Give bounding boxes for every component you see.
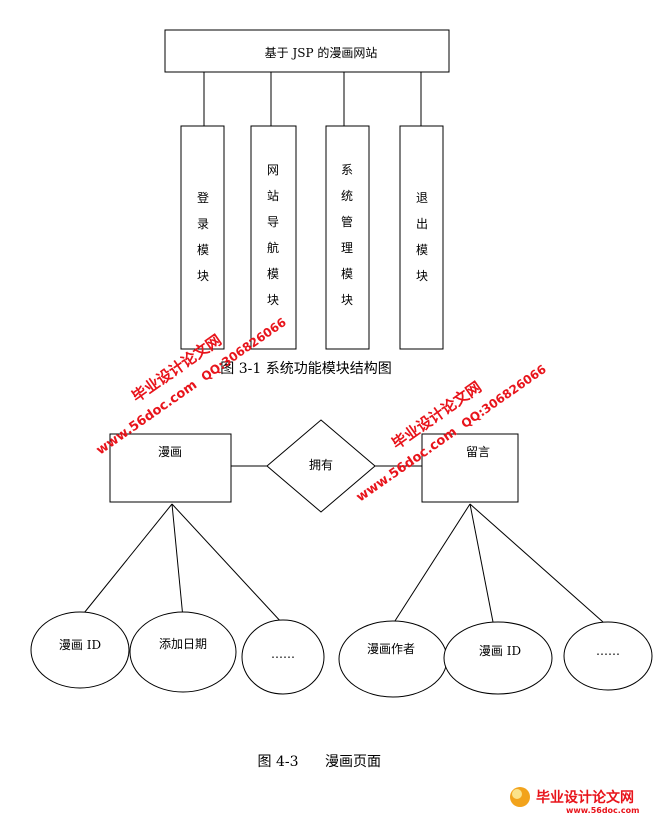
attribute-ellipse	[129, 611, 237, 693]
module-management-char: 模	[341, 267, 353, 281]
module-management-char: 管	[341, 214, 353, 229]
module-structure-diagram: 基于 JSP 的漫画网站 登 录 模 块 网 站 导 航 模 块 系 统 管 理…	[164, 29, 450, 377]
module-box-management	[325, 125, 370, 350]
attr-link	[79, 503, 173, 619]
module-logout-char: 模	[416, 243, 428, 257]
attribute-label: 漫画作者	[367, 642, 415, 656]
module-navigation-char: 航	[267, 240, 279, 255]
module-navigation-char: 网	[267, 163, 279, 177]
module-box-logout	[399, 125, 444, 350]
entity-left-box	[109, 433, 232, 503]
module-logout-char: 出	[416, 217, 428, 231]
attribute-ellipse	[30, 611, 130, 689]
module-login-char: 块	[197, 269, 209, 283]
attribute-ellipse	[338, 620, 448, 698]
globe-highlight-icon	[512, 789, 522, 799]
root-box	[164, 29, 450, 73]
attribute-ellipse	[443, 621, 553, 695]
figure-caption-label: 图 4-3	[258, 754, 299, 770]
module-box-navigation	[250, 125, 297, 350]
module-navigation-char: 块	[267, 293, 279, 307]
attribute-ellipse	[241, 619, 325, 695]
relationship-diamond	[266, 419, 376, 513]
figure-caption-3-1: 图 3-1 系统功能模块结构图	[220, 361, 391, 377]
module-navigation-char: 导	[267, 215, 279, 229]
entity-left-label: 漫画	[158, 445, 182, 459]
attribute-label: 漫画 ID	[479, 644, 521, 658]
attr-link	[469, 503, 494, 623]
er-diagram: 漫画 留言 拥有 漫画 ID 添加日期 …… 漫画作者 漫画 ID …… 图 4…	[30, 419, 653, 770]
attribute-ellipse	[563, 621, 653, 691]
attr-link	[171, 503, 184, 619]
attr-link	[171, 503, 284, 625]
module-management-char: 理	[341, 241, 353, 255]
module-box-login	[180, 125, 225, 350]
attr-link	[469, 503, 604, 623]
attribute-label: ……	[271, 647, 295, 661]
attribute-label: ……	[596, 644, 620, 658]
module-login-char: 录	[197, 217, 209, 231]
module-management-char: 统	[341, 189, 353, 203]
module-management-char: 系	[341, 163, 353, 177]
entity-right-label: 留言	[466, 445, 490, 459]
figure-caption-title: 漫画页面	[325, 754, 381, 770]
attr-link	[392, 503, 471, 625]
footer-url: www.56doc.com	[566, 806, 639, 815]
relationship-label: 拥有	[309, 458, 333, 472]
module-logout-char: 块	[416, 269, 428, 283]
module-login-char: 模	[197, 243, 209, 257]
root-label: 基于 JSP 的漫画网站	[265, 45, 378, 60]
entity-right-box	[421, 433, 519, 503]
module-management-char: 块	[341, 293, 353, 307]
attribute-label: 漫画 ID	[59, 638, 101, 652]
module-logout-char: 退	[416, 191, 428, 205]
footer-logo: 毕业设计论文网 www.56doc.com	[510, 787, 639, 815]
module-navigation-char: 站	[267, 189, 279, 203]
attribute-label: 添加日期	[159, 637, 207, 651]
footer-logo-text: 毕业设计论文网	[536, 789, 634, 806]
module-login-char: 登	[197, 190, 209, 205]
module-navigation-char: 模	[267, 267, 279, 281]
